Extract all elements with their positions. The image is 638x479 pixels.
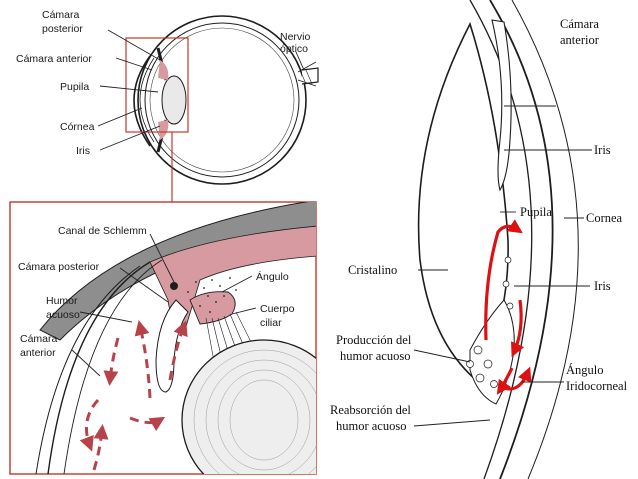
label-humor-acuoso: Humor acuoso (46, 295, 80, 321)
label-right-iris-top: Iris (594, 143, 611, 157)
label-detail-camara-posterior: Cámara posterior (18, 261, 100, 273)
label-detail-camara-anterior: Cámara anterior (20, 333, 60, 359)
aqueous-flow-arrows (79, 320, 188, 471)
eye-overview: Cámara posterior Cámara anterior Pupila … (16, 9, 319, 202)
label-right-produccion: Producción del humor acuoso (336, 333, 414, 363)
iris-right-top (491, 19, 512, 192)
cornea-right-outer (489, 0, 554, 479)
label-cornea: Córnea (60, 121, 95, 133)
eyeball-outline (137, 15, 307, 185)
aqueous-zone-overview (158, 60, 169, 80)
label-right-cristalino: Cristalino (348, 263, 397, 277)
label-right-reabsorcion: Reabsorción del humor acuoso (330, 403, 414, 433)
label-right-camara-anterior: Cámara anterior (560, 17, 602, 47)
aqueous-flow-right (484, 219, 532, 395)
optic-nerve (301, 67, 319, 85)
label-right-cornea: Cornea (586, 211, 623, 225)
label-camara-anterior: Cámara anterior (16, 53, 92, 65)
cornea-right-inner (469, 0, 533, 479)
lens-detail (181, 339, 316, 474)
label-camara-posterior: Cámara posterior (42, 9, 83, 35)
eyeball-retina (149, 27, 295, 173)
cornea-curve (133, 55, 151, 147)
right-panel: Cámara anterior Iris Pupila Cornea Crist… (330, 0, 628, 479)
detail-panel: Canal de Schlemm Cámara posterior Ángulo… (9, 201, 317, 475)
ciliary-body (189, 291, 236, 325)
schlemm-canal (170, 282, 178, 290)
label-angulo: Ángulo (256, 270, 289, 283)
eyeball-inner-layer (144, 22, 300, 178)
label-canal-schlemm: Canal de Schlemm (58, 225, 147, 237)
label-pupila: Pupila (60, 81, 89, 93)
zoom-box (125, 37, 189, 133)
label-right-angulo-iridocorneal: Ángulo Iridocorneal (566, 363, 628, 393)
label-iris: Iris (76, 145, 90, 157)
label-cuerpo-ciliar: Cuerpo ciliar (260, 303, 297, 329)
label-nervio-optico: Nervio óptico (280, 31, 313, 55)
label-right-pupila: Pupila (520, 205, 552, 219)
label-right-iris-bottom: Iris (594, 279, 611, 293)
lens-overview (161, 75, 187, 125)
